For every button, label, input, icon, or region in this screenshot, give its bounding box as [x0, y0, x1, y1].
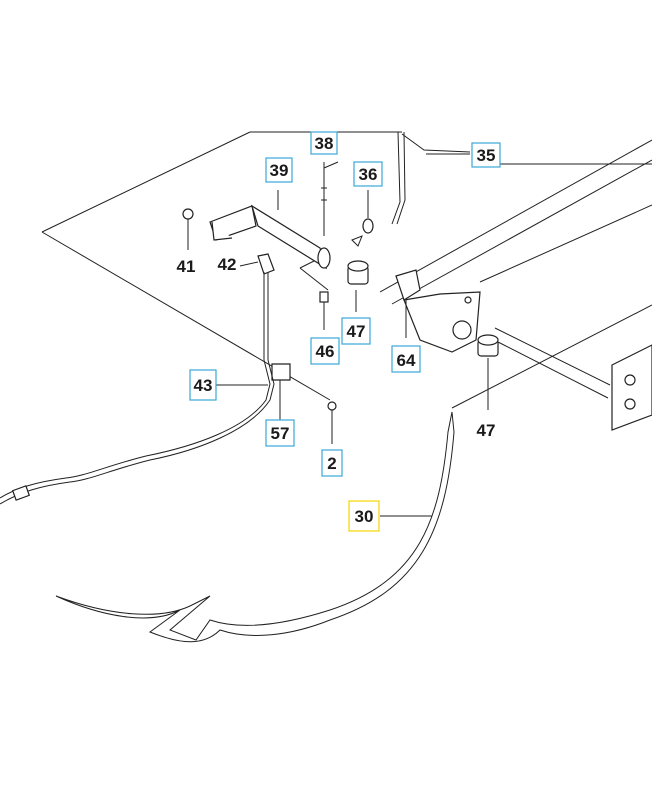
frame-lines [41, 131, 652, 401]
callout-35[interactable]: 35 [471, 142, 501, 168]
callout-57-text: 57 [271, 424, 290, 443]
part-41-nut [182, 208, 194, 250]
callout-46-text: 46 [316, 342, 335, 361]
part-47-bushing-lower [477, 334, 499, 357]
callout-47-lower: 47 [477, 421, 496, 440]
part-2-bolt [327, 401, 337, 444]
callout-39-text: 39 [270, 161, 289, 180]
part-46-clip [319, 291, 329, 330]
callout-38[interactable]: 38 [310, 131, 338, 155]
part-35-lever [391, 131, 471, 225]
callout-36[interactable]: 36 [353, 161, 383, 187]
callout-57[interactable]: 57 [265, 419, 295, 447]
callout-36-text: 36 [359, 165, 378, 184]
callout-47-upper[interactable]: 47 [341, 317, 371, 345]
callout-64-text: 64 [397, 351, 416, 370]
part-47-bushing-upper [347, 260, 369, 285]
callout-64[interactable]: 64 [391, 345, 421, 373]
part-36-bushing [351, 218, 374, 247]
callout-30-highlighted[interactable]: 30 [348, 500, 380, 532]
part-42-cable-end [239, 253, 275, 275]
part-64-bracket [395, 269, 481, 353]
callout-43[interactable]: 43 [189, 369, 217, 401]
side-plate [611, 344, 652, 431]
callout-41: 41 [177, 257, 196, 276]
callout-42-text: 42 [218, 255, 237, 274]
callout-2[interactable]: 2 [321, 449, 343, 477]
main-axle [379, 139, 652, 409]
part-38-pin [321, 162, 327, 236]
callout-47a-text: 47 [347, 322, 366, 341]
callout-39[interactable]: 39 [265, 157, 293, 183]
callout-35-text: 35 [477, 146, 496, 165]
leader-lines [216, 153, 489, 517]
part-30-cable [55, 411, 455, 643]
callout-30-text: 30 [355, 507, 374, 526]
callout-38-text: 38 [315, 134, 334, 153]
part-57-clamp [271, 363, 291, 412]
callout-46[interactable]: 46 [310, 337, 340, 365]
callout-47b-text: 47 [477, 421, 496, 440]
part-39-pivot-arm [209, 204, 331, 270]
part-43-cable [0, 272, 275, 505]
callout-43-text: 43 [194, 376, 213, 395]
callout-2-text: 2 [327, 454, 336, 473]
callout-41-text: 41 [177, 257, 196, 276]
callout-42: 42 [218, 255, 237, 274]
